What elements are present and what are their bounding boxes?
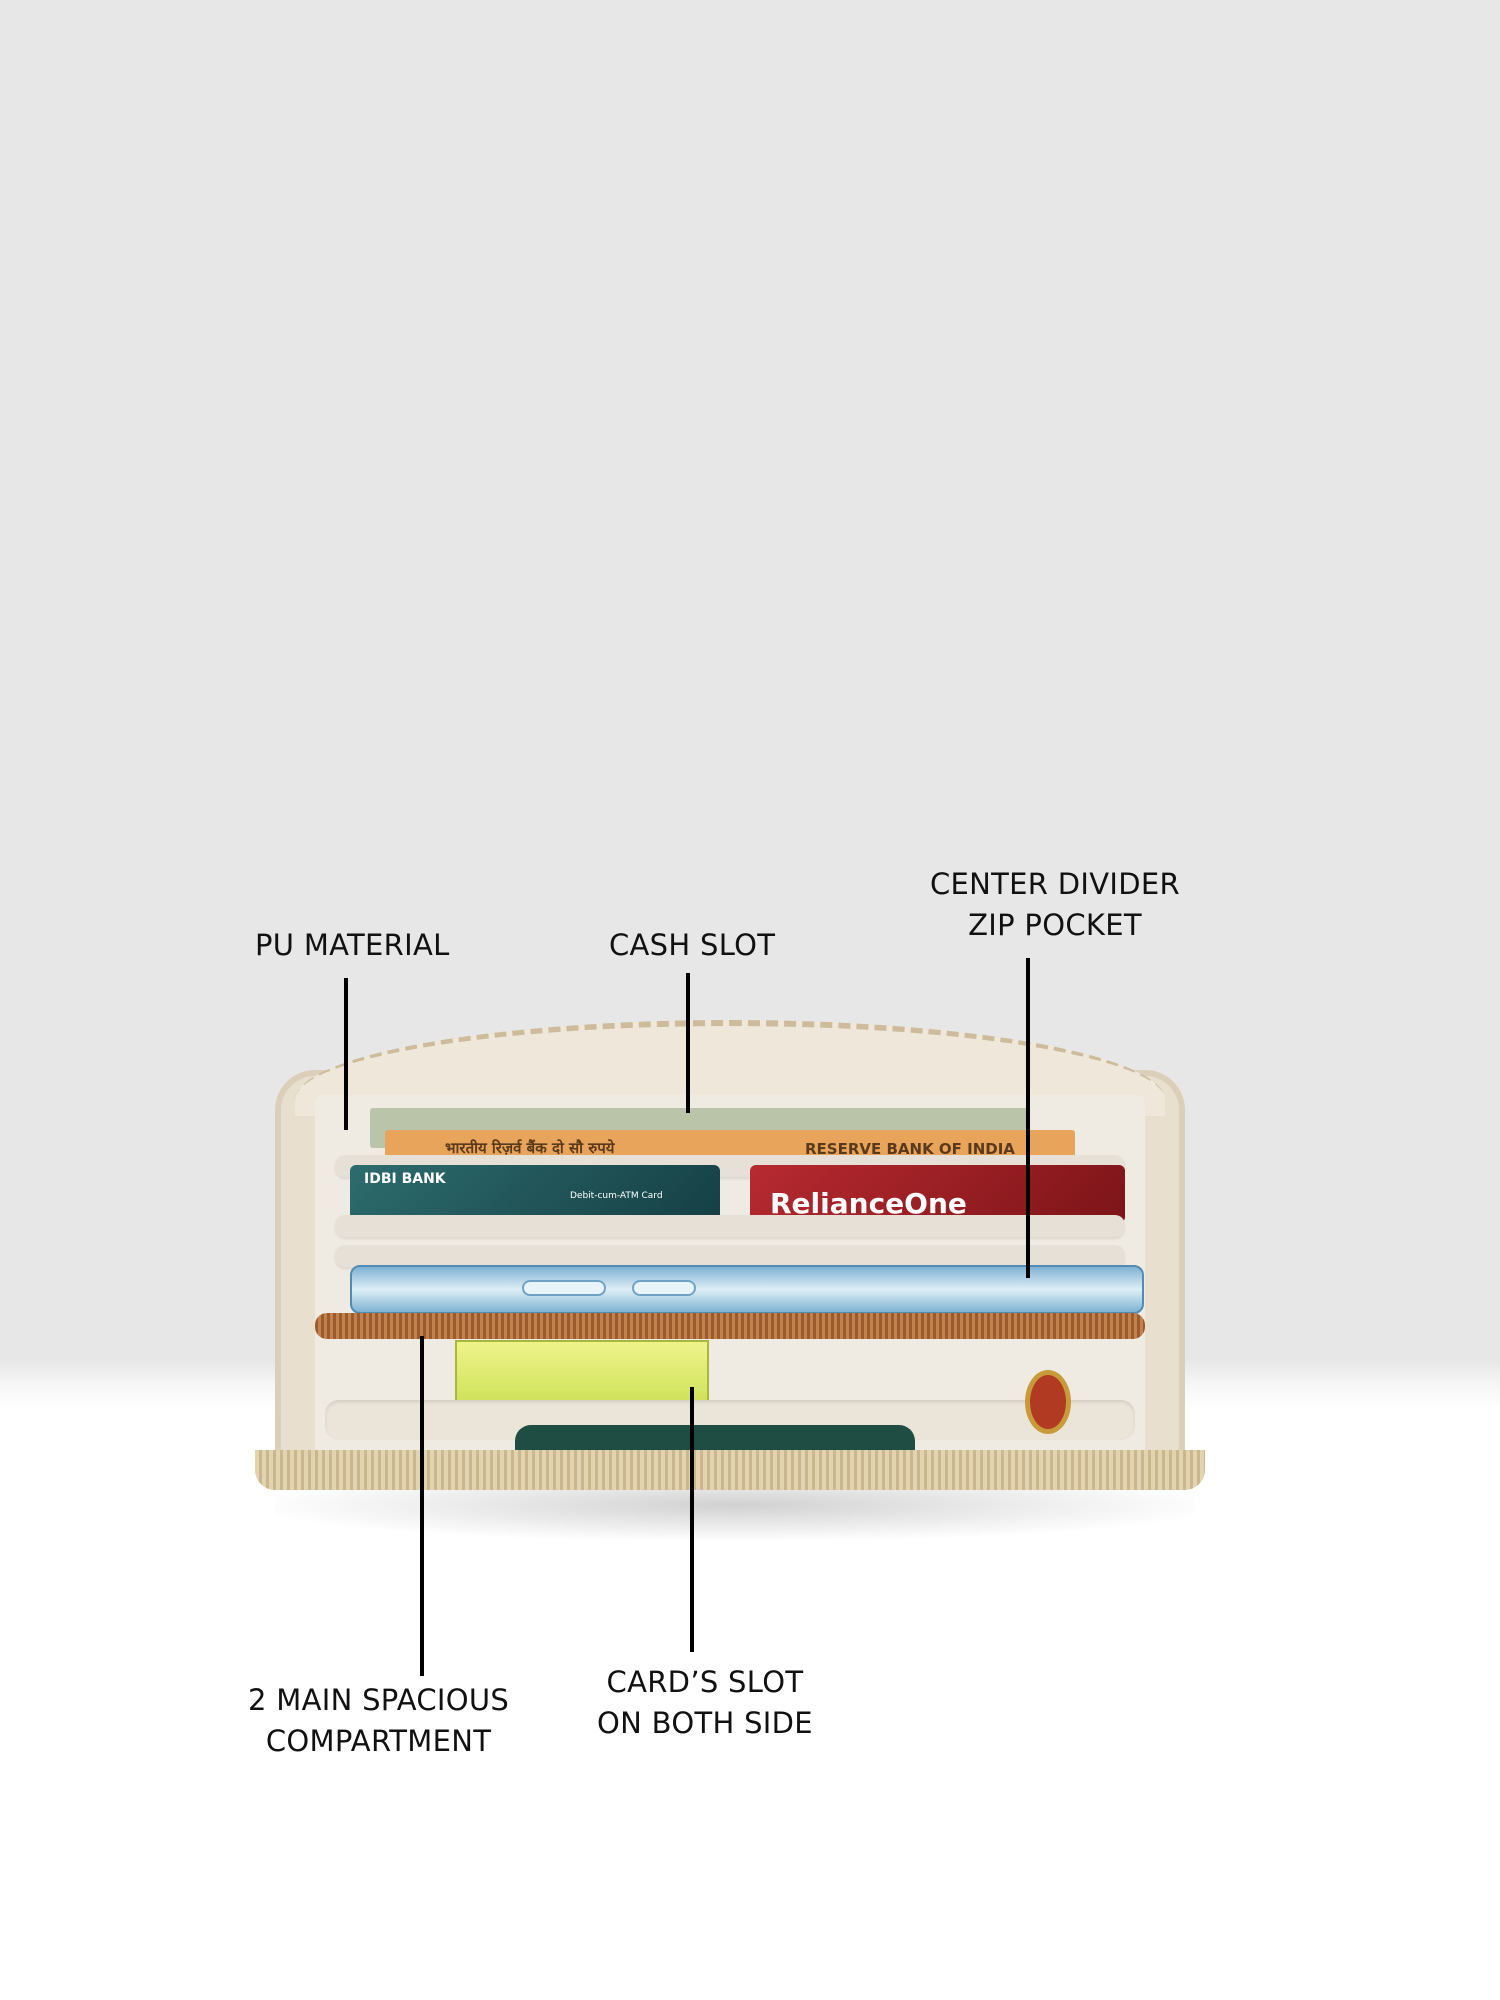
callout-text: CENTER DIVIDER [930,867,1180,901]
card-reliance: RelianceOne [750,1165,1125,1223]
callout-cash-slot: CASH SLOT [609,925,775,966]
leader-line-cash-slot [686,973,690,1113]
phone-volume-button [522,1280,606,1296]
leader-line-main-compartment [420,1336,424,1676]
card-idbi: IDBI BANK Debit-cum-ATM Card [350,1165,720,1223]
card-idbi-subtitle: Debit-cum-ATM Card [570,1191,663,1201]
card-idbi-label: IDBI BANK [364,1171,446,1187]
callout-text: CASH SLOT [609,928,776,962]
card-slot-band-2 [335,1215,1125,1237]
banknote-english-text: RESERVE BANK OF INDIA [805,1140,1015,1158]
yellow-box [455,1340,709,1404]
center-divider-zipper [315,1313,1145,1339]
zipper-pull-charm [1025,1320,1071,1434]
callout-text: ON BOTH SIDE [597,1706,813,1740]
wallet-bottom-zipper [255,1450,1205,1490]
leader-line-card-slot [690,1387,694,1652]
card-reliance-label: RelianceOne [770,1187,967,1220]
callout-text: COMPARTMENT [265,1724,492,1758]
phone-volume-button [632,1280,696,1296]
callout-pu-material: PU MATERIAL [255,925,450,966]
callout-text: 2 MAIN SPACIOUS [248,1683,510,1717]
callout-card-slot: CARD’S SLOT ON BOTH SIDE [597,1662,813,1744]
callout-center-divider-zip-pocket: CENTER DIVIDER ZIP POCKET [930,864,1180,946]
charm-ring-icon [1025,1370,1071,1434]
callout-text: CARD’S SLOT [606,1665,804,1699]
leader-line-pu-material [344,978,348,1130]
phone [350,1265,1144,1314]
leader-line-center-divider [1026,958,1030,1278]
callout-text: PU MATERIAL [255,928,450,962]
callout-text: ZIP POCKET [968,908,1142,942]
card-slot-band-3 [335,1245,1125,1267]
callout-main-compartment: 2 MAIN SPACIOUS COMPARTMENT [248,1680,509,1762]
wallet-product-image: भारतीय रिज़र्व बैंक दो सौ रुपये RESERVE … [255,1020,1205,1500]
banknote-hindi-text: भारतीय रिज़र्व बैंक दो सौ रुपये [445,1139,615,1157]
